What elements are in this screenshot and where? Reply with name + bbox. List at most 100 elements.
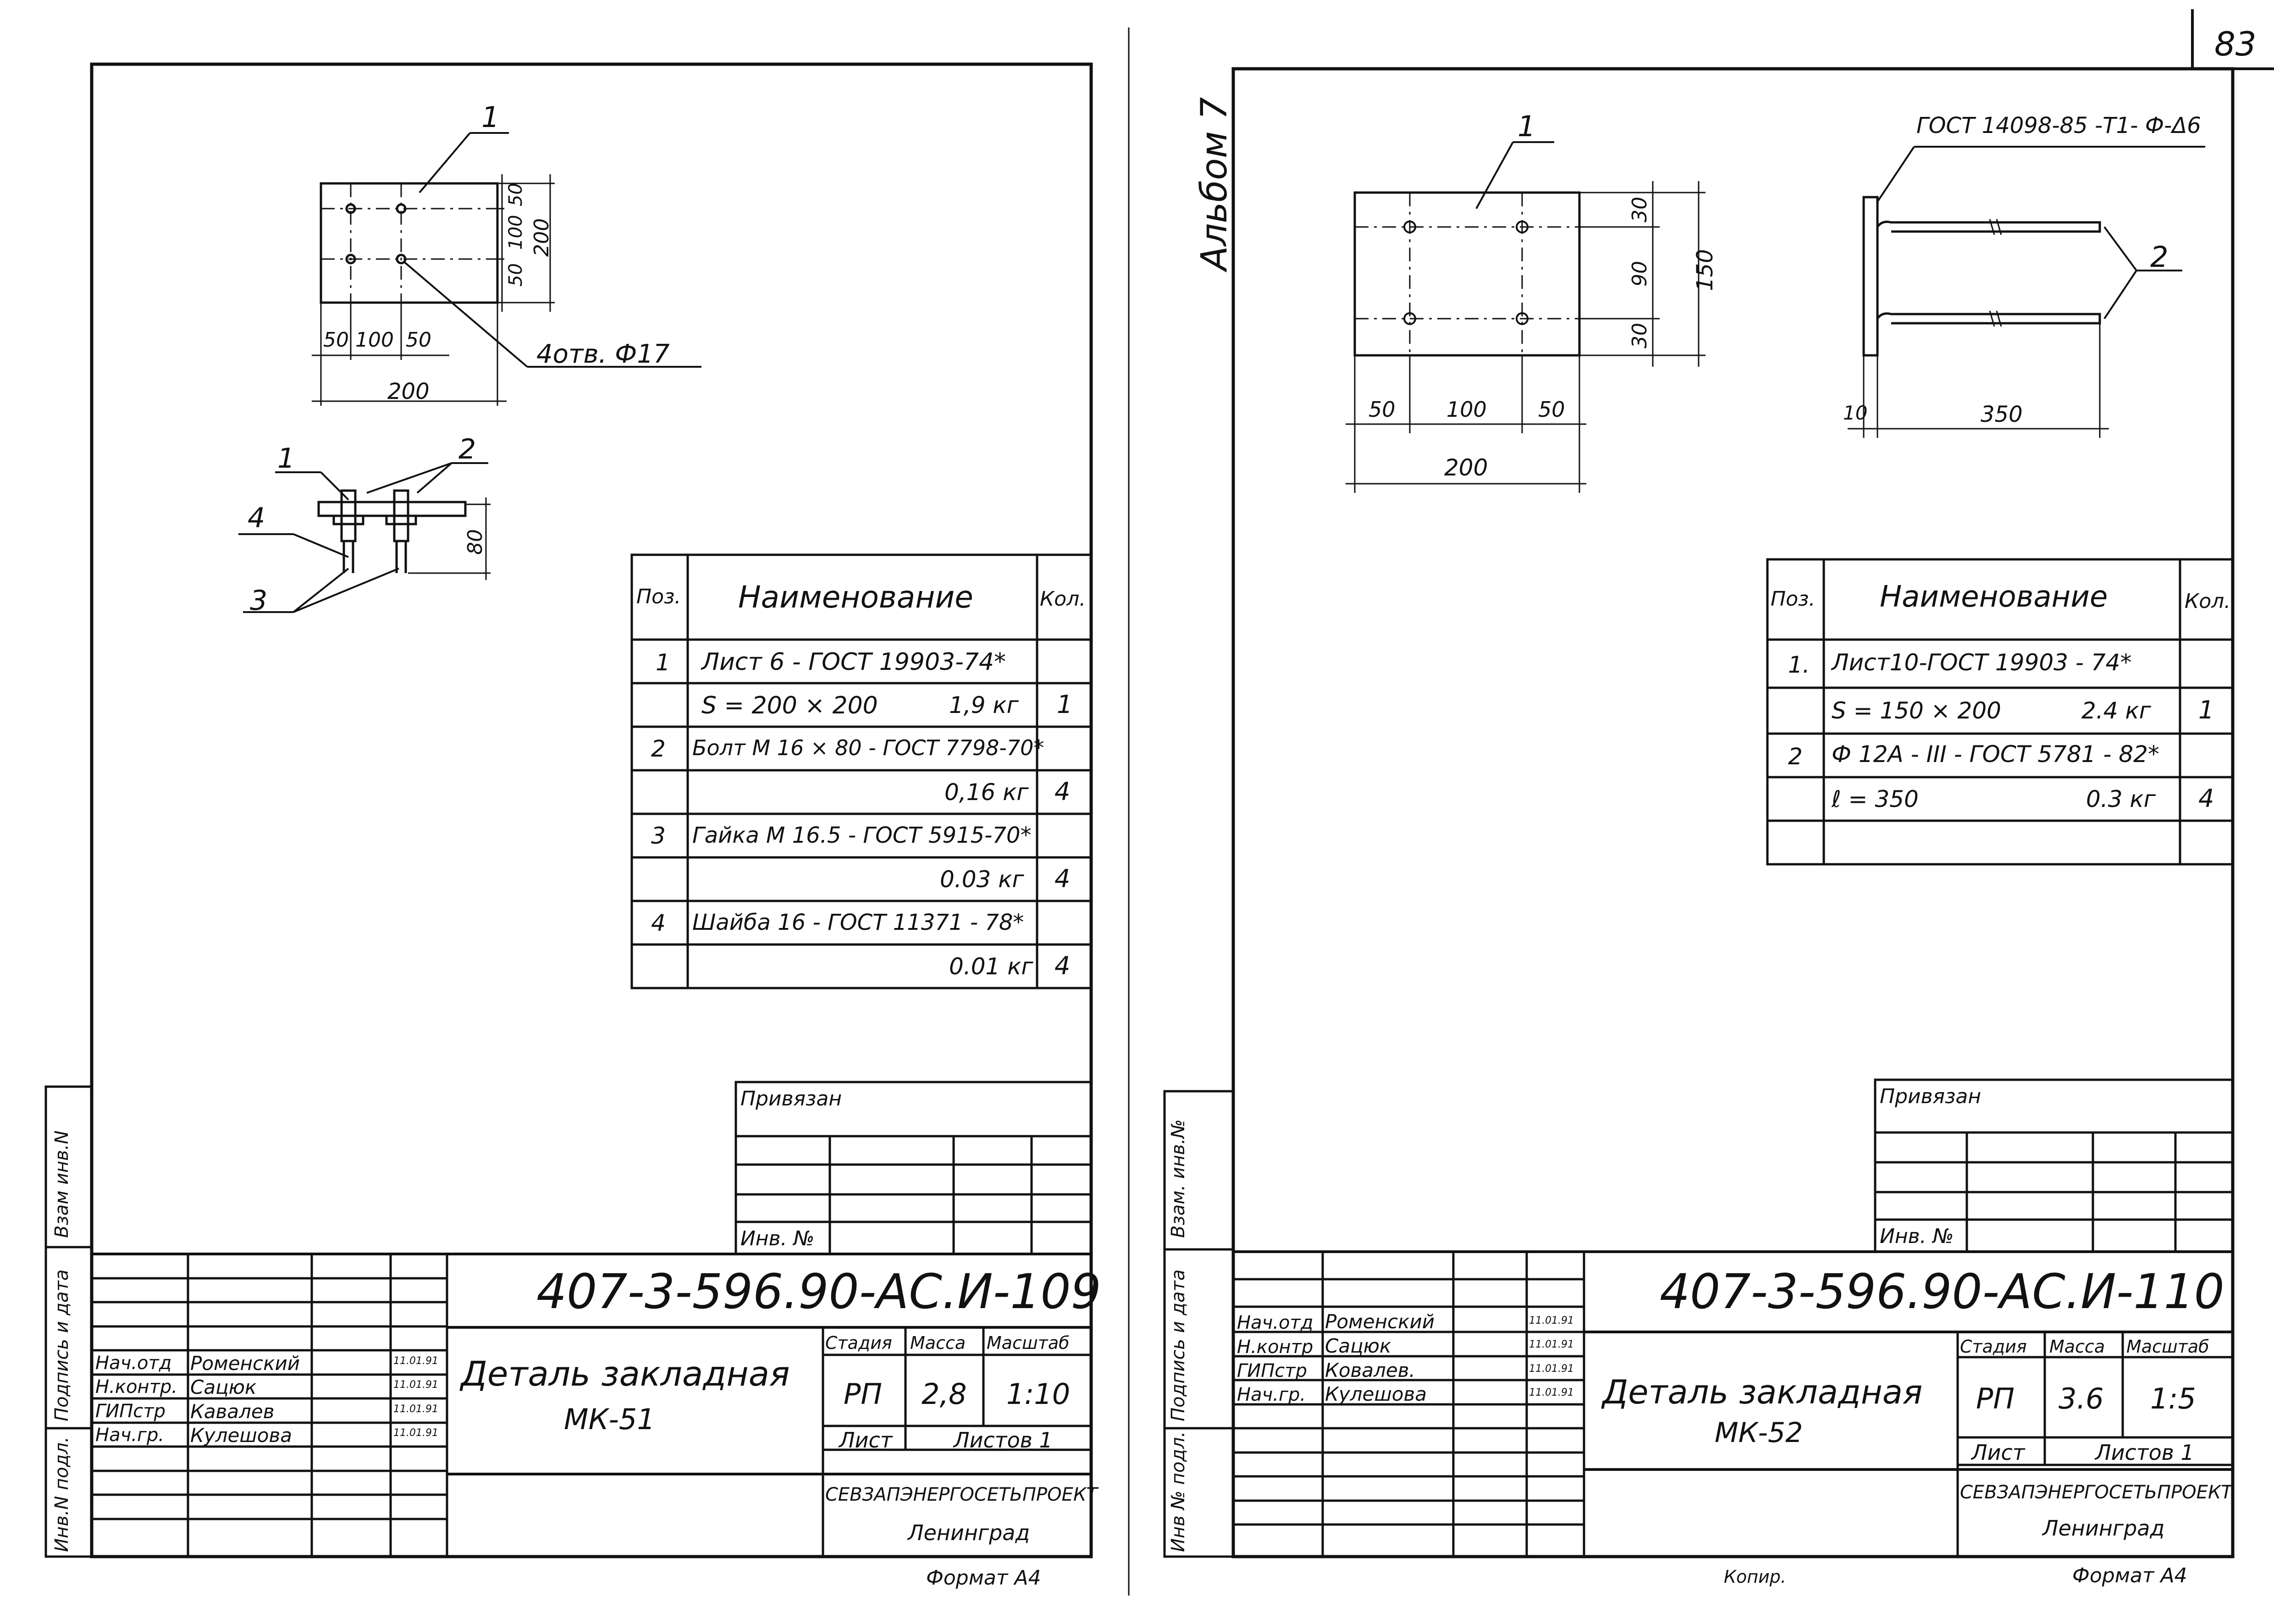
right-date: 11.01.91 (1529, 1339, 1574, 1350)
left-person: Кавалев (190, 1400, 275, 1423)
left-spec-pos: 1 (656, 649, 670, 676)
right-person: Роменский (1325, 1310, 1435, 1333)
right-org: СЕВЗАПЭНЕРГОСЕТЬПРОЕКТ (1960, 1482, 2232, 1503)
right-spec-name: ℓ = 350 (1832, 786, 1919, 812)
right-pos-1-label: 1 (1518, 110, 1536, 143)
right-spec-name: Ф 12А - III - ГОСТ 5781 - 82* (1832, 741, 2159, 768)
left-dim-50-v: 50 (505, 263, 526, 287)
left-role: Н.контр. (95, 1376, 177, 1398)
left-inv-no: Инв. № (740, 1227, 815, 1250)
right-sheets-label: Листов 1 (2095, 1440, 2194, 1465)
left-mass-label: Масса (910, 1333, 966, 1353)
left-side-label-2: Подпись и дата (51, 1269, 72, 1421)
right-dim-50: 50 (1538, 397, 1565, 422)
left-title-2: МК-51 (564, 1403, 655, 1436)
left-dim-80: 80 (464, 529, 487, 555)
left-mass: 2,8 (922, 1377, 967, 1411)
left-spec-name: Лист 6 - ГОСТ 19903-74* (701, 648, 1006, 676)
right-city: Ленинград (2042, 1516, 2165, 1541)
left-city: Ленинград (908, 1520, 1030, 1545)
right-spec-pos: 2 (1788, 743, 1803, 770)
left-spec-qty: 4 (1054, 864, 1071, 893)
left-spec-mass: 0.03 кг (940, 866, 1024, 893)
left-spec-qty: 4 (1054, 777, 1071, 806)
right-person: Кулешова (1325, 1383, 1427, 1405)
right-date: 11.01.91 (1529, 1363, 1574, 1375)
right-role: Нач.гр. (1237, 1384, 1306, 1405)
right-dim-30: 30 (1628, 323, 1651, 348)
left-spec-mass: 1,9 кг (949, 692, 1019, 718)
left-side-label-1: Инв.N подл. (51, 1436, 72, 1552)
right-person: Ковалев. (1325, 1359, 1415, 1381)
right-role: Н.контр (1237, 1337, 1314, 1358)
left-dim-50: 50 (323, 328, 349, 352)
left-person: Сацюк (190, 1376, 257, 1398)
right-side-label-3: Взам. инв.№ (1168, 1119, 1189, 1238)
left-title-1: Деталь закладная (461, 1354, 790, 1394)
right-scale: 1:5 (2150, 1382, 2196, 1415)
right-date: 11.01.91 (1529, 1315, 1574, 1326)
left-section-pos-4: 4 (248, 502, 265, 534)
page-number: 83 (2214, 25, 2257, 63)
right-side-label-1: Инв № подл. (1168, 1431, 1189, 1552)
right-spec-header-pos: Поз. (1771, 587, 1816, 611)
left-spec-pos: 3 (651, 823, 666, 849)
left-privyazan: Привязан (740, 1087, 842, 1110)
left-scale-label: Масштаб (987, 1333, 1070, 1353)
left-section-pos-1: 1 (277, 442, 295, 475)
left-spec-mass: 0,16 кг (944, 779, 1029, 806)
right-spec-mass: 0.3 кг (2086, 786, 2156, 812)
left-role: Нач.гр. (95, 1425, 165, 1446)
left-spec-name: Болт М 16 × 80 - ГОСТ 7798-70* (692, 735, 1044, 760)
right-dim-150: 150 (1692, 249, 1718, 291)
left-spec-name: Шайба 16 - ГОСТ 11371 - 78* (692, 910, 1024, 935)
left-spec-name: S = 200 × 200 (701, 692, 878, 719)
left-spec-pos: 2 (651, 735, 666, 762)
left-spec-header-pos: Поз. (636, 585, 681, 608)
right-spec-header-qty: Кол. (2185, 590, 2231, 613)
left-scale: 1:10 (1006, 1377, 1071, 1411)
right-title-2: МК-52 (1715, 1417, 1803, 1449)
right-format: Формат А4 (2072, 1564, 2187, 1587)
left-date: 11.01.91 (393, 1427, 438, 1439)
left-spec-qty: 4 (1054, 951, 1071, 980)
right-spec-mass: 2.4 кг (2081, 697, 2151, 724)
left-spec-header-qty: Кол. (1040, 587, 1086, 611)
right-spec-name: S = 150 × 200 (1832, 697, 2001, 724)
left-dim-200-v: 200 (530, 218, 553, 257)
left-dim-200: 200 (387, 379, 430, 404)
right-dim-90: 90 (1628, 261, 1651, 287)
right-role: Нач.отд (1237, 1312, 1314, 1333)
right-pos-2-label: 2 (2150, 240, 2169, 274)
left-format: Формат А4 (926, 1566, 1041, 1590)
weld-gost-note: ГОСТ 14098-85 -Т1- Ф-Δ6 (1916, 113, 2201, 138)
right-inv-no: Инв. № (1880, 1225, 1954, 1248)
left-spec-qty: 1 (1057, 690, 1073, 719)
right-date: 11.01.91 (1529, 1387, 1574, 1398)
left-stage-label: Стадия (825, 1333, 892, 1353)
left-role: ГИПстр (95, 1401, 166, 1422)
left-dim-100: 100 (355, 328, 394, 352)
holes-note: 4отв. Ф17 (536, 339, 670, 369)
left-date: 11.01.91 (393, 1379, 438, 1391)
left-section-pos-3: 3 (250, 585, 268, 617)
left-spec-pos: 4 (651, 910, 666, 936)
left-section-pos-2: 2 (458, 433, 476, 465)
right-mass-label: Масса (2049, 1337, 2105, 1357)
left-role: Нач.отд (95, 1353, 172, 1374)
left-spec-name: Гайка М 16.5 - ГОСТ 5915-70* (692, 823, 1032, 848)
left-date: 11.01.91 (393, 1355, 438, 1367)
right-person: Сацюк (1325, 1335, 1391, 1357)
right-stage: РП (1976, 1382, 2015, 1415)
left-spec-header-name: Наименование (738, 580, 973, 615)
left-dim-50-v: 50 (505, 183, 526, 206)
right-stage-label: Стадия (1960, 1337, 2027, 1357)
left-person: Роменский (190, 1352, 300, 1375)
right-spec-header-name: Наименование (1880, 580, 2108, 614)
right-dim-100: 100 (1446, 397, 1487, 422)
right-dim-10: 10 (1843, 402, 1868, 424)
left-sheets-label: Листов 1 (954, 1428, 1053, 1453)
right-spec-qty: 1 (2198, 696, 2214, 724)
left-dim-100-v: 100 (505, 215, 526, 250)
album-label: Альбом 7 (1194, 97, 1235, 271)
